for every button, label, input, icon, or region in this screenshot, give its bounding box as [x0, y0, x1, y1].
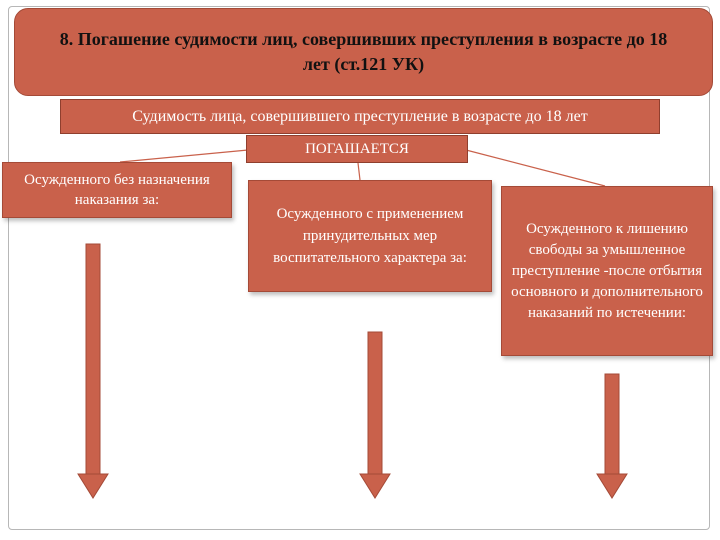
arrow-left [77, 243, 109, 499]
link-middle [357, 162, 361, 181]
connector-box: ПОГАШАЕТСЯ [246, 135, 468, 163]
arrow-right [596, 373, 628, 499]
slide-title: 8. Погашение судимости лиц, совершивших … [14, 8, 713, 96]
link-right [465, 149, 606, 187]
link-left [119, 149, 249, 163]
branch-imprisonment: Осужденного к лишению свободы за умышлен… [501, 186, 713, 356]
subject-box: Судимость лица, совершившего преступлени… [60, 99, 660, 134]
branch-no-punishment: Осужденного без назначения наказания за: [2, 162, 232, 218]
branch-educational-measures: Осужденного с применением принудительных… [248, 180, 492, 292]
arrow-middle [359, 331, 391, 499]
